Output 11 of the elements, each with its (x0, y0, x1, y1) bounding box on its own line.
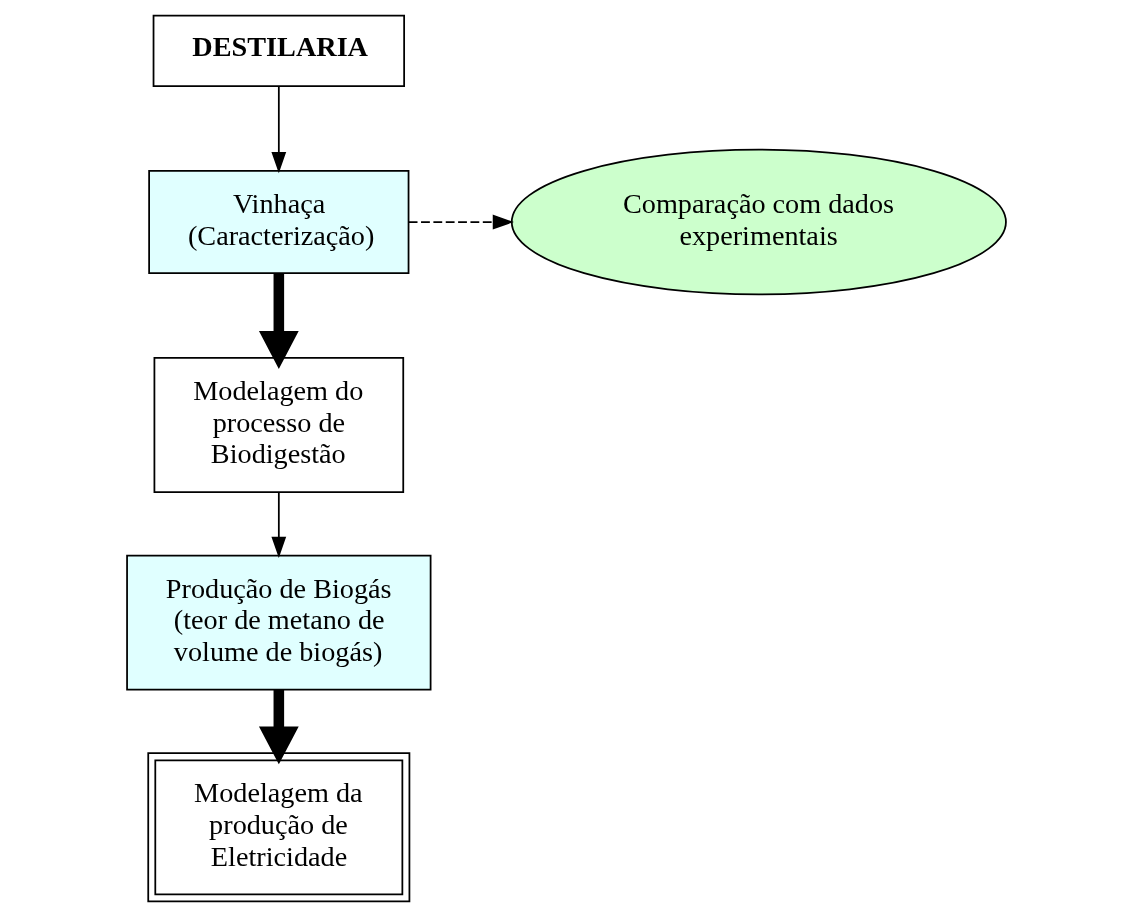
arrow (407, 214, 514, 230)
node-box: Produção de Biogás (teor de metano de volume de biogás) (126, 554, 432, 691)
node-box: Vinhaça (Caracterização) (148, 169, 410, 275)
arrow (271, 491, 287, 558)
node-ellipse: Comparação com dados experimentais (510, 148, 1007, 296)
node-box: Modelagem da produção de Eletricidade (147, 752, 411, 903)
arrow (271, 85, 287, 174)
arrow (258, 689, 299, 765)
node-box: Modelagem do processo de Biodigestão (153, 357, 405, 493)
node-box: DESTILARIA (152, 14, 405, 87)
arrow (258, 273, 299, 369)
